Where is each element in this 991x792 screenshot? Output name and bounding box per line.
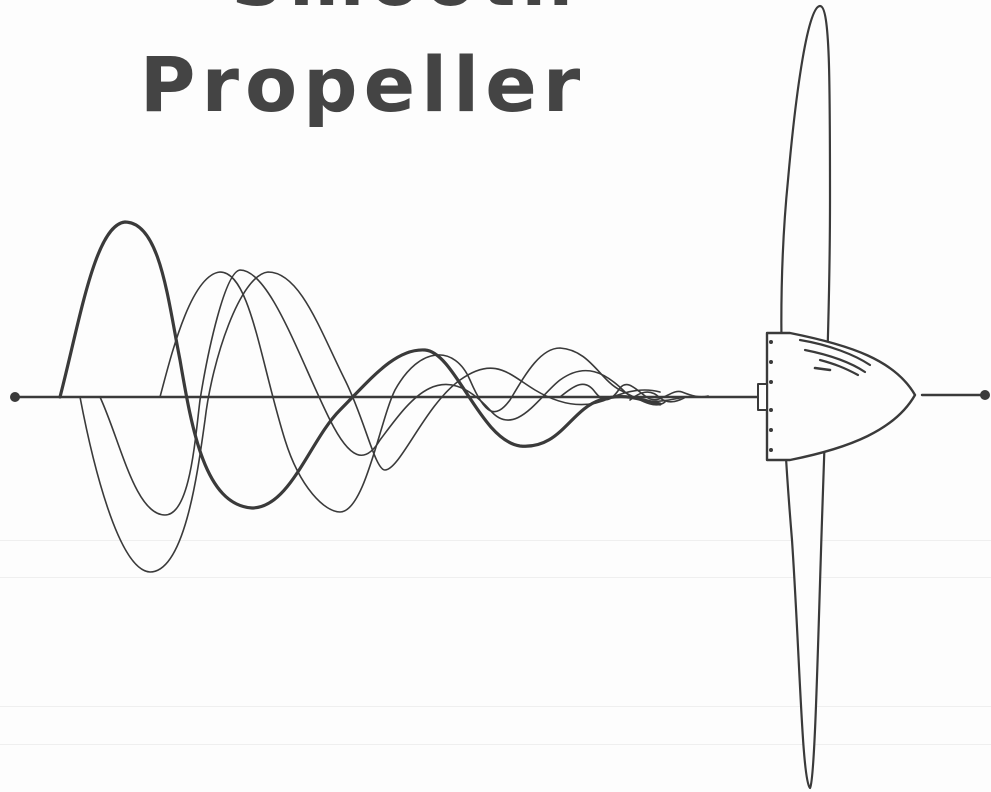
wave-curve-6	[629, 391, 685, 403]
wave-curve-4	[159, 271, 666, 513]
title-line-1: Smooth	[30, 0, 780, 22]
spinner-rivets	[769, 340, 773, 452]
spinner-shading	[803, 348, 867, 374]
wave-curve-1	[58, 220, 662, 510]
scan-line	[0, 706, 991, 707]
axis-end-dot-right	[980, 390, 990, 400]
scan-line	[0, 744, 991, 745]
spinner-shading	[813, 366, 832, 372]
spinner-shading	[818, 358, 860, 377]
propeller-spinner	[765, 331, 917, 462]
hub-front-plate	[757, 383, 768, 411]
scan-line	[0, 577, 991, 578]
wave-curve-3	[99, 269, 681, 516]
spinner-shading	[798, 338, 872, 367]
title-line-2: Propeller	[139, 40, 587, 129]
wave-curve-2	[79, 271, 661, 573]
scan-line	[0, 540, 991, 541]
axis-end-dot-left	[10, 392, 20, 402]
wave-curve-5	[559, 383, 709, 401]
